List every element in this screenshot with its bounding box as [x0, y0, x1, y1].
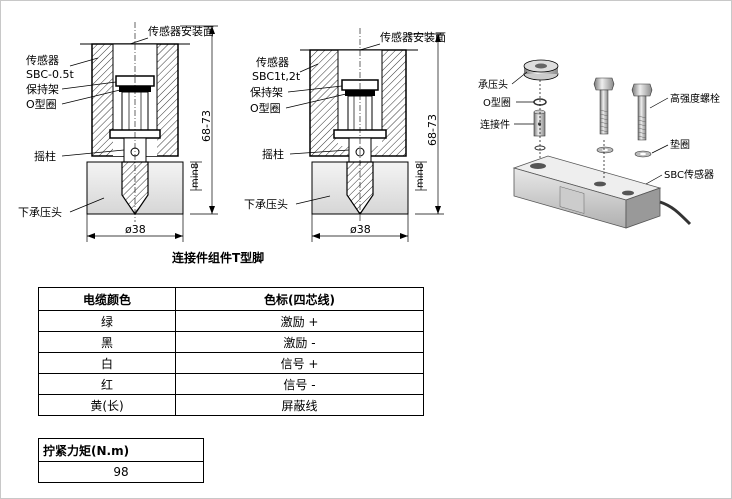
figure-caption: 连接件组件T型脚 — [172, 250, 264, 265]
right-oring-label: O型圈 — [250, 101, 281, 115]
left-diameter-dim: ø38 — [125, 223, 146, 236]
right-model-label: SBC1t,2t — [252, 70, 301, 83]
bolt-part-1 — [593, 77, 615, 135]
right-diameter-dim: ø38 — [350, 223, 371, 236]
right-min-dim: min8 — [415, 163, 426, 188]
color-code-cell: 信号 + — [175, 352, 424, 374]
right-top-label: 传感器安装面 — [380, 30, 446, 44]
torque-header: 拧紧力矩(N.m) — [38, 438, 204, 462]
left-top-label: 传感器安装面 — [148, 24, 214, 38]
cable-color-cell: 红 — [38, 373, 176, 395]
torque-table: 拧紧力矩(N.m) 98 — [38, 438, 204, 483]
cable-color-header: 电缆颜色 — [38, 287, 176, 311]
torque-value-row: 98 — [38, 461, 204, 483]
exploded-washer-label: 垫圈 — [670, 138, 690, 151]
left-sensor-label: 传感器 — [26, 54, 59, 67]
bolt-part-2 — [631, 83, 653, 141]
left-oring-label: O型圈 — [26, 97, 57, 111]
color-code-cell: 屏蔽线 — [175, 394, 424, 416]
exploded-oring-label: O型圈 — [483, 96, 511, 109]
left-height-dim: 68-73 — [200, 110, 213, 142]
right-lower-head-label: 下承压头 — [244, 198, 288, 211]
cable-color-cell: 白 — [38, 352, 176, 374]
exploded-connector-label: 连接件 — [480, 118, 510, 131]
drawing-canvas: min8 68-73 ø38 传感器安装面 传感器 SBC-0.5t 保持架 O… — [18, 22, 720, 265]
right-assembly: min8 68-73 ø38 传感器安装面 传感器 SBC1t,2t 保持架 O… — [244, 28, 446, 242]
color-code-header: 色标(四芯线) — [175, 287, 424, 311]
torque-value: 98 — [38, 461, 204, 483]
right-rocker-label: 摇柱 — [262, 147, 284, 161]
right-sensor-label: 传感器 — [256, 56, 289, 69]
table-row: 绿 激励 + — [38, 310, 424, 332]
exploded-view: 承压头 O型圈 连接件 高强度螺栓 垫圈 SBC传感器 — [478, 59, 720, 229]
exploded-press-head-label: 承压头 — [478, 79, 508, 91]
left-assembly: min8 68-73 ø38 传感器安装面 传感器 SBC-0.5t 保持架 O… — [18, 22, 218, 242]
color-code-cell: 激励 - — [175, 331, 424, 353]
left-lower-head-label: 下承压头 — [18, 206, 62, 219]
table-row: 黄(长) 屏蔽线 — [38, 394, 424, 416]
color-code-cell: 信号 - — [175, 373, 424, 395]
cable-color-cell: 黄(长) — [38, 394, 176, 416]
sbc-sensor-part — [512, 155, 692, 229]
cable-color-cell: 绿 — [38, 310, 176, 332]
table-row: 红 信号 - — [38, 373, 424, 395]
left-min-dim: min8 — [190, 163, 201, 188]
cable-color-cell: 黑 — [38, 331, 176, 353]
color-code-cell: 激励 + — [175, 310, 424, 332]
exploded-bolt-label: 高强度螺栓 — [670, 92, 720, 105]
right-retainer-label: 保持架 — [250, 85, 283, 99]
right-height-dim: 68-73 — [426, 114, 439, 146]
table-row: 白 信号 + — [38, 352, 424, 374]
left-model-label: SBC-0.5t — [26, 68, 74, 81]
exploded-sensor-label: SBC传感器 — [664, 168, 714, 181]
torque-header-row: 拧紧力矩(N.m) — [38, 438, 204, 462]
cable-color-table: 电缆颜色 色标(四芯线) 绿 激励 + 黑 激励 - 白 信号 + 红 信号 -… — [38, 287, 424, 416]
left-rocker-label: 摇柱 — [34, 149, 56, 163]
cable-table-header-row: 电缆颜色 色标(四芯线) — [38, 287, 424, 311]
table-row: 黑 激励 - — [38, 331, 424, 353]
left-retainer-label: 保持架 — [26, 82, 59, 96]
